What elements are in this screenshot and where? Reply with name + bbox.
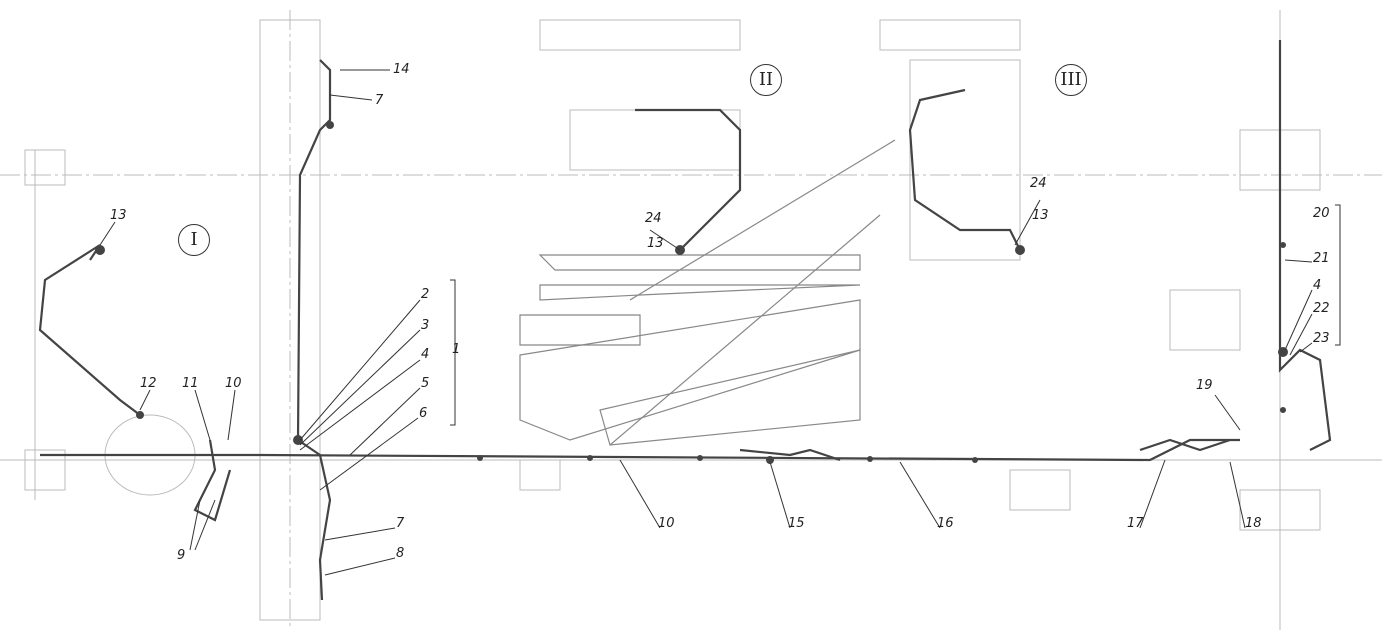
callout-16: 16: [937, 516, 954, 531]
view-marker-ii: II: [750, 64, 782, 96]
callout-9: 9: [177, 548, 186, 563]
callout-7-bottom: 7: [396, 516, 405, 531]
callout-4-left: 4: [421, 347, 430, 362]
callout-24-view-ii: 24: [645, 211, 662, 226]
leader-lines: [99, 69, 1341, 576]
view-marker-i: I: [178, 224, 210, 256]
callout-13-left: 13: [110, 208, 127, 223]
callout-13-view-ii: 13: [647, 236, 664, 251]
callout-1: 1: [452, 342, 461, 357]
brake-pipes: [38, 40, 1332, 601]
callout-5: 5: [421, 376, 430, 391]
callout-18: 18: [1245, 516, 1262, 531]
callout-13-view-iii: 13: [1032, 208, 1049, 223]
callout-10-left: 10: [225, 376, 242, 391]
callout-6: 6: [419, 406, 428, 421]
callout-14: 14: [393, 62, 410, 77]
callout-8: 8: [396, 546, 405, 561]
callout-7-top: 7: [375, 93, 384, 108]
callout-20: 20: [1313, 206, 1330, 221]
callout-15: 15: [788, 516, 805, 531]
inset-panels: [519, 139, 896, 446]
callout-2: 2: [421, 287, 430, 302]
callout-11: 11: [182, 376, 199, 391]
callout-10-mid: 10: [658, 516, 675, 531]
callout-21: 21: [1313, 251, 1330, 266]
callout-24-view-iii: 24: [1030, 176, 1047, 191]
view-marker-iii: III: [1055, 64, 1087, 96]
callout-12: 12: [140, 376, 157, 391]
callout-4-right: 4: [1313, 278, 1322, 293]
callout-3: 3: [421, 318, 430, 333]
frame-outlines: [0, 10, 1382, 630]
pipe-clips: [95, 121, 1288, 464]
callout-19: 19: [1196, 378, 1213, 393]
callout-17: 17: [1127, 516, 1144, 531]
callout-23: 23: [1313, 331, 1330, 346]
callout-22: 22: [1313, 301, 1330, 316]
